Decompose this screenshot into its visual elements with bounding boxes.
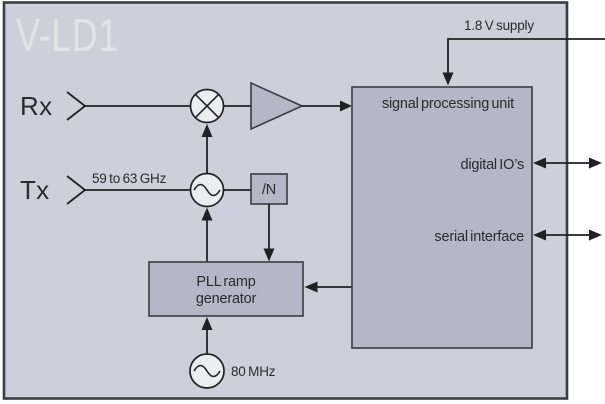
amplifier-icon: [250, 81, 304, 131]
mixer-cross-line2: [194, 93, 220, 119]
amp-spu-arrowhead-icon: [340, 100, 352, 112]
divider-label: /N: [262, 182, 276, 198]
serial-arrowhead-right-icon: [589, 229, 602, 241]
spu-label: signal processing unit: [382, 96, 514, 112]
divider-block: [250, 173, 288, 205]
pll-vco-arrowhead-icon: [201, 207, 213, 221]
digital-io-label: digital IO’s: [460, 157, 524, 173]
freq-range-label: 59 to 63 GHz: [92, 171, 167, 186]
pll-label-line1: PLL ramp: [196, 274, 255, 290]
serial-arrowhead-left-icon: [533, 229, 546, 241]
vco-sine-icon: [193, 183, 221, 197]
refclk-arrowhead-icon: [201, 317, 213, 330]
tx-port-label: Tx: [20, 175, 49, 205]
supply-arrowhead-icon: [442, 72, 454, 86]
digital-io-arrowhead-right-icon: [589, 157, 602, 169]
serial-interface-label: serial interface: [434, 229, 524, 245]
lo-arrowhead-icon: [201, 124, 213, 137]
chip-title: V-LD1: [16, 9, 119, 61]
spu-block: [351, 86, 533, 349]
divider-pll-arrowhead-icon: [263, 248, 275, 262]
refclk-sine-icon: [193, 364, 221, 378]
digital-io-arrowhead-left-icon: [533, 157, 546, 169]
pll-block: [148, 261, 304, 317]
pll-label-line2: generator: [196, 291, 257, 307]
rx-port-label: Rx: [20, 91, 52, 121]
supply-label: 1.8 V supply: [464, 18, 534, 33]
refclk-label: 80 MHz: [231, 364, 276, 379]
spu-pll-arrowhead-icon: [304, 281, 318, 293]
supply-wire: [447, 38, 605, 74]
